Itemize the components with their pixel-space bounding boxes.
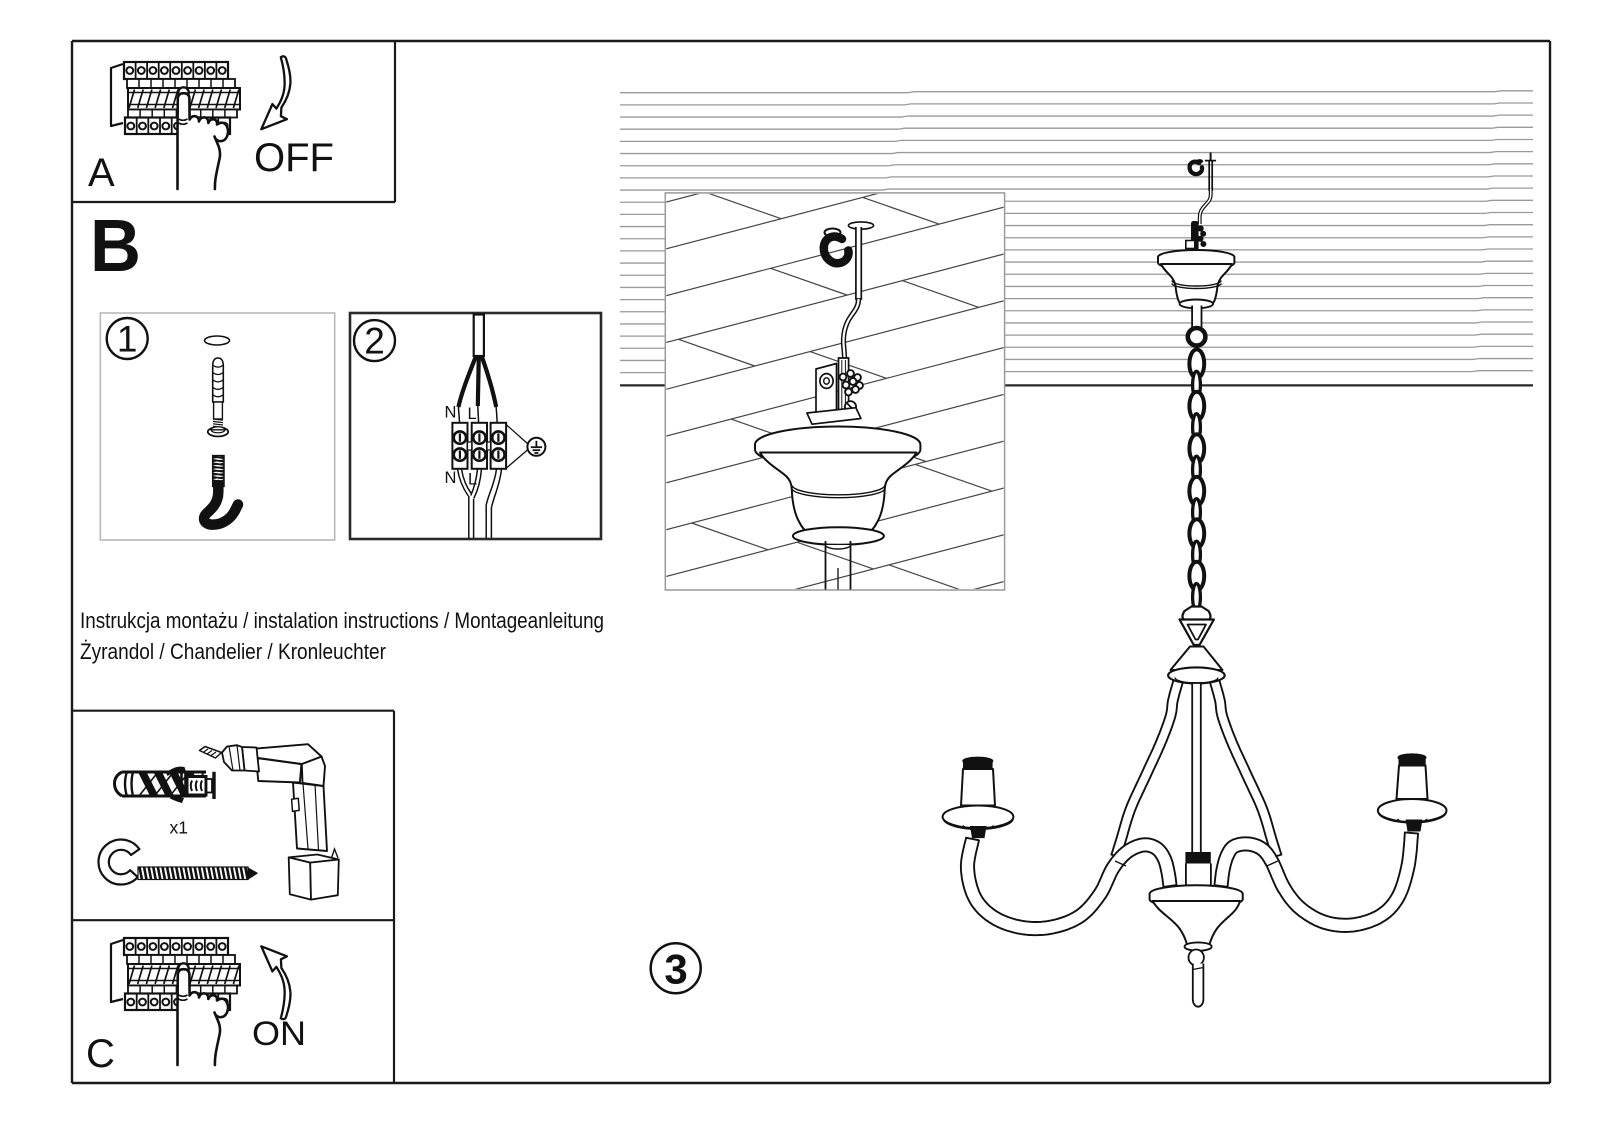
svg-text:A: A	[88, 151, 115, 195]
svg-text:N: N	[445, 404, 457, 422]
svg-text:N: N	[445, 469, 457, 487]
svg-text:Instrukcja montażu / instalati: Instrukcja montażu / instalation instruc…	[80, 608, 604, 633]
svg-text:1: 1	[117, 319, 138, 360]
svg-text:x1: x1	[170, 818, 188, 838]
svg-text:L: L	[468, 405, 477, 423]
svg-text:L: L	[468, 471, 477, 489]
svg-text:ON: ON	[252, 1015, 306, 1053]
svg-text:3: 3	[664, 946, 687, 993]
svg-text:OFF: OFF	[254, 136, 334, 180]
svg-text:Żyrandol / Chandelier / Kronle: Żyrandol / Chandelier / Kronleuchter	[80, 639, 386, 664]
svg-text:B: B	[90, 204, 141, 287]
svg-text:C: C	[86, 1032, 115, 1076]
svg-text:2: 2	[364, 321, 385, 362]
